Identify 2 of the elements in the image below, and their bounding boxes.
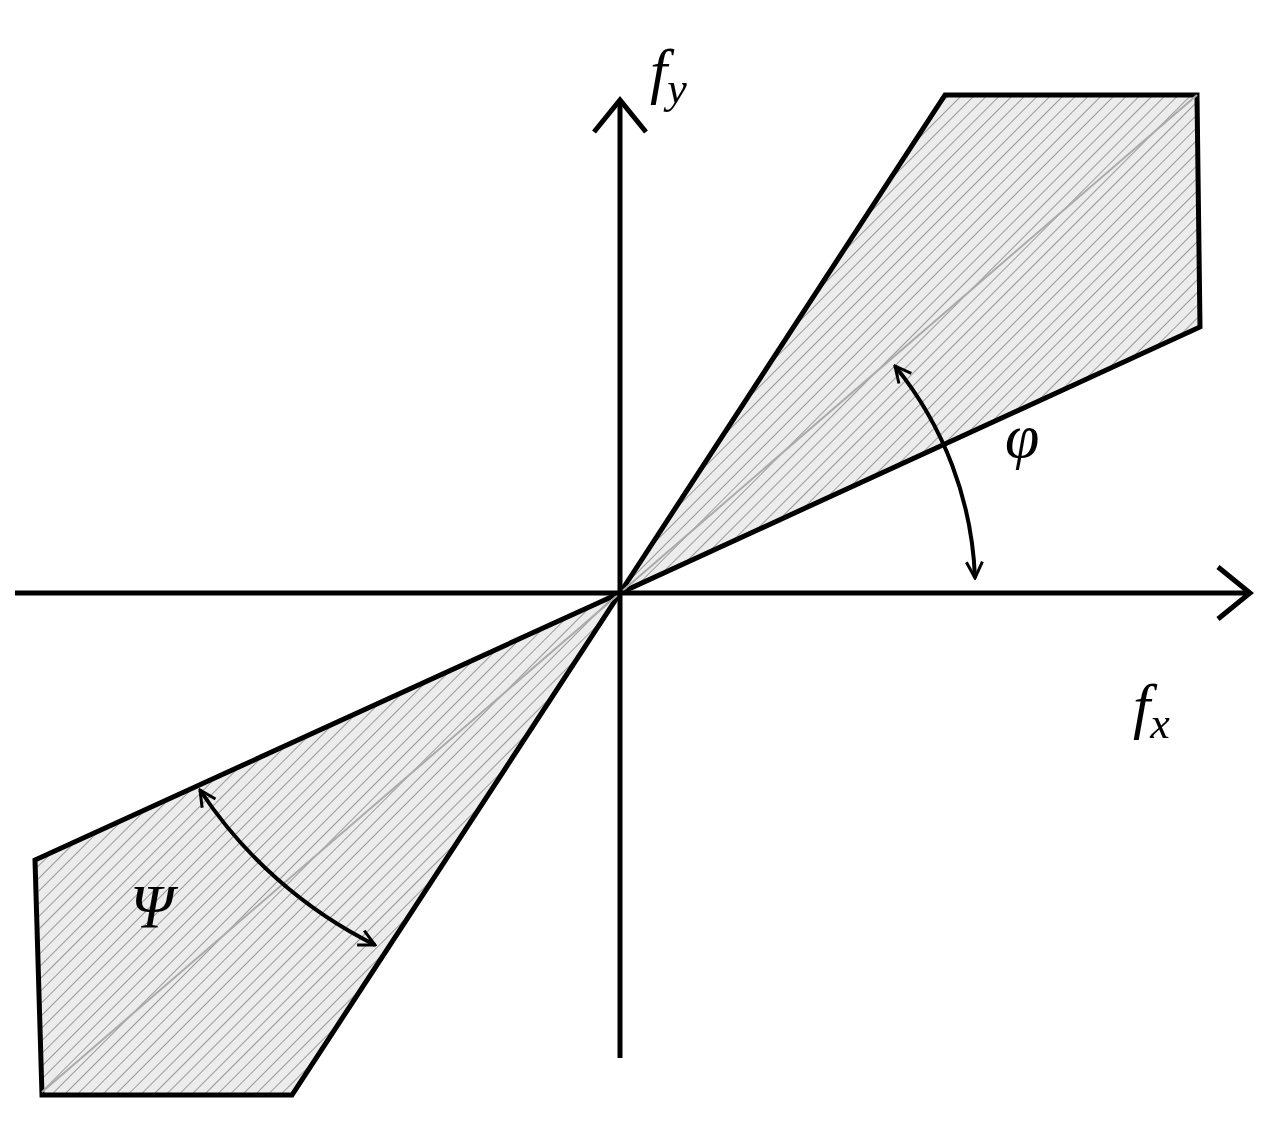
axis-label: f$_{x}$ [1133,675,1170,746]
axis-label: f$_{y}$ [650,40,687,111]
